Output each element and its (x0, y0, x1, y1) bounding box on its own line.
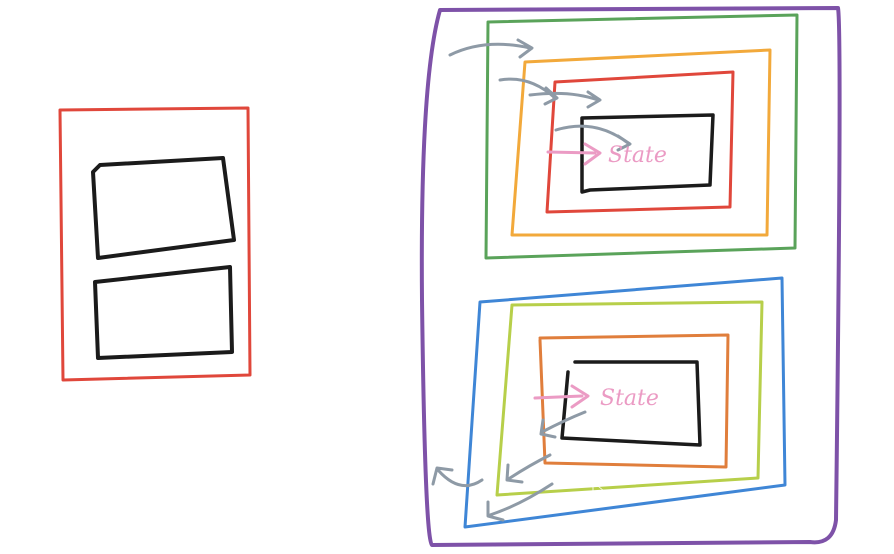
top-green-box (484, 13, 799, 260)
bottom-arrows (431, 410, 587, 522)
purple-outer-frame (419, 6, 842, 547)
bottom-black-box (560, 360, 702, 447)
top-state-label: State (608, 143, 667, 168)
arrow-out-of-black (539, 410, 587, 439)
bottom-blue-box (463, 276, 787, 529)
top-black-box (580, 113, 715, 194)
arrow-into-orange (498, 77, 559, 106)
bottom-state-annotation: State (533, 384, 659, 411)
left-bottom-black-box (93, 265, 234, 360)
top-state-annotation: State (546, 142, 667, 168)
mouse-pointer-icon (592, 481, 605, 499)
top-arrows (448, 38, 632, 152)
top-orange-yellow-box (510, 48, 772, 237)
arrow-into-green (448, 38, 534, 59)
arrow-into-red (528, 90, 602, 109)
bottom-lime-box (495, 300, 764, 497)
arrow-out-of-blue (431, 466, 484, 488)
left-component-diagram (58, 106, 252, 382)
bottom-state-label: State (600, 386, 659, 411)
pink-arrow-top (546, 142, 602, 166)
top-nested-group (484, 13, 799, 260)
bottom-nested-group (463, 276, 787, 529)
arrow-out-of-lime (486, 482, 554, 522)
top-red-box (545, 70, 735, 214)
arrow-out-of-orange (505, 453, 552, 484)
arrow-into-black (554, 124, 632, 152)
left-red-outer-box (58, 106, 252, 382)
pink-arrow-bottom (533, 384, 590, 409)
left-top-black-box (91, 156, 236, 260)
